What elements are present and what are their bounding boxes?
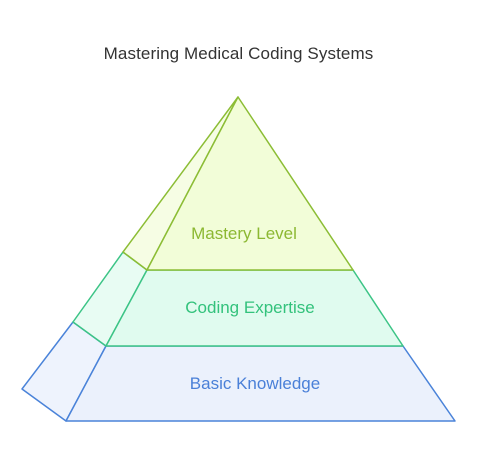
level-label-basic-knowledge: Basic Knowledge xyxy=(190,374,320,393)
pyramid-level-coding-expertise: Coding Expertise xyxy=(72,251,404,347)
level-label-coding-expertise: Coding Expertise xyxy=(185,298,314,317)
diagram-title: Mastering Medical Coding Systems xyxy=(103,44,374,63)
level-front-face xyxy=(146,96,354,271)
pyramid-level-mastery: Mastery Level xyxy=(122,96,354,271)
level-label-mastery: Mastery Level xyxy=(191,224,297,243)
